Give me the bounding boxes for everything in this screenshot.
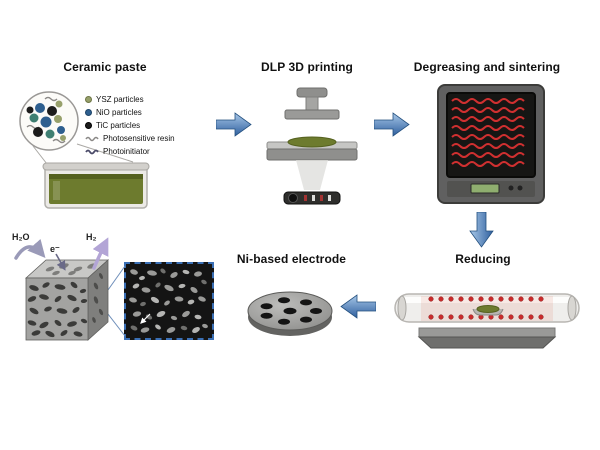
ceramic-paste-title: Ceramic paste bbox=[63, 60, 147, 74]
heater-dots bbox=[428, 296, 544, 320]
porous-cube-graphic bbox=[14, 237, 110, 341]
nio-particle-icon bbox=[85, 109, 92, 116]
reducing-title: Reducing bbox=[455, 252, 511, 266]
electron-label: e⁻ bbox=[50, 244, 60, 254]
tube-furnace-graphic bbox=[394, 293, 580, 349]
hydrogen-label: H₂ bbox=[86, 232, 97, 242]
dlp-printing-title: DLP 3D printing bbox=[261, 60, 353, 74]
sem-annotation-arrow-icon bbox=[140, 313, 151, 324]
photoinitiator-squiggle-icon bbox=[85, 149, 99, 154]
tic-particle-icon bbox=[85, 122, 92, 129]
projection-light-cone bbox=[296, 160, 328, 190]
legend-label: Photosensitive resin bbox=[103, 134, 175, 143]
furnace-base bbox=[417, 327, 557, 349]
cube-pores-right bbox=[92, 273, 104, 323]
electron-arrow-icon bbox=[55, 253, 66, 271]
furnace-control-panel bbox=[447, 181, 535, 197]
legend-item-tic: TiC particles bbox=[85, 119, 205, 132]
sem-micrograph bbox=[128, 266, 210, 336]
sem-micrograph-box bbox=[124, 262, 214, 340]
build-head bbox=[284, 87, 340, 120]
legend-label: TiC particles bbox=[96, 121, 141, 130]
cube-pores-front bbox=[27, 281, 88, 338]
projector bbox=[283, 191, 341, 205]
sample-boat bbox=[472, 305, 504, 316]
electrode-disc-graphic bbox=[247, 291, 333, 336]
flow-arrow-icon-3 bbox=[469, 212, 494, 248]
resin-vat bbox=[266, 136, 358, 161]
heating-coils bbox=[451, 98, 525, 167]
sem-particles bbox=[129, 268, 208, 333]
magnifier-connector-lines bbox=[32, 143, 134, 165]
legend-label: Photoinitiator bbox=[103, 147, 150, 156]
legend-label: NiO particles bbox=[96, 108, 142, 117]
resin-squiggle-icon bbox=[85, 136, 99, 141]
electrode-holes bbox=[260, 297, 322, 325]
ysz-particle-icon bbox=[85, 96, 92, 103]
flow-arrow-icon-2 bbox=[374, 112, 410, 137]
legend-item-resin: Photosensitive resin bbox=[85, 132, 205, 145]
flow-arrow-icon-1 bbox=[216, 112, 252, 137]
electrode-title: Ni-based electrode bbox=[236, 252, 347, 266]
water-label: H₂O bbox=[12, 232, 30, 242]
water-in-arrow-icon bbox=[14, 239, 46, 260]
legend-label: YSZ particles bbox=[96, 95, 144, 104]
paste-beaker-graphic bbox=[42, 162, 150, 209]
hydrogen-out-arrow-icon bbox=[92, 237, 109, 270]
sintering-title: Degreasing and sintering bbox=[413, 60, 561, 74]
box-furnace-graphic bbox=[437, 84, 545, 204]
legend-item-nio: NiO particles bbox=[85, 106, 205, 119]
dlp-printer-graphic bbox=[266, 87, 358, 205]
paste-magnifier-graphic bbox=[19, 91, 79, 151]
legend-item-photoinitiator: Photoinitiator bbox=[85, 145, 205, 158]
legend-item-ysz: YSZ particles bbox=[85, 93, 205, 106]
materials-legend: YSZ particles NiO particles TiC particle… bbox=[85, 93, 205, 158]
zoom-connector-lines bbox=[108, 265, 126, 337]
flow-arrow-icon-4 bbox=[340, 294, 376, 319]
